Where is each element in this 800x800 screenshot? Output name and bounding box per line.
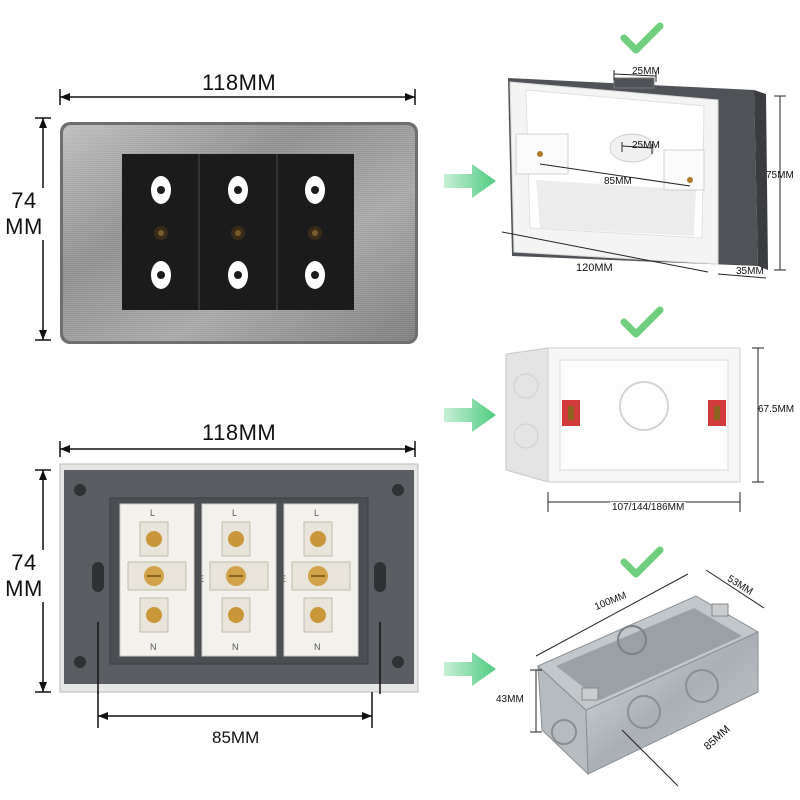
back-height-label: 74 MM: [2, 550, 46, 602]
back-width-label: 118MM: [198, 420, 281, 446]
metal-box-height-label: 43MM: [496, 694, 524, 705]
grey-box-inner-label: 25MM: [632, 140, 660, 151]
back-height-label-number: 74: [11, 550, 37, 575]
check-icon-3: [620, 546, 664, 578]
white-box-length-label: 107/144/186MM: [610, 502, 687, 513]
front-width-dimension-line: [59, 89, 416, 105]
back-terminal-block-2: [201, 503, 277, 657]
plastic-box-grey: [501, 70, 786, 279]
grey-box-height-label: 75MM: [766, 170, 794, 181]
metal-box: [530, 569, 765, 787]
terminal-mark-n-2: N: [232, 642, 239, 652]
terminal-mark-n-3: N: [314, 642, 321, 652]
back-socket-plate: L L L N N N E E: [59, 463, 419, 694]
back-terminal-block-3: [283, 503, 359, 657]
front-width-label: 118MM: [198, 70, 281, 96]
terminal-mark-l-2: L: [232, 508, 237, 518]
grey-box-depth-label: 35MM: [736, 266, 764, 277]
terminal-mark-n-1: N: [150, 642, 157, 652]
terminal-mark-l-1: L: [150, 508, 155, 518]
white-box-height-label: 67.5MM: [758, 404, 795, 415]
front-plate-group: 118MM 74 MM: [0, 0, 430, 360]
back-screw-spacing-dimension-line: [97, 692, 373, 728]
grey-box-screw-label: 85MM: [604, 176, 632, 187]
check-icon-1: [620, 22, 664, 54]
arrow-right-icon-1: [444, 164, 496, 198]
back-screw-spacing-label: 85MM: [212, 728, 260, 747]
grey-box-length-label: 120MM: [576, 262, 613, 274]
plastic-box-white: [505, 347, 764, 512]
terminal-mark-l-3: L: [314, 508, 319, 518]
terminal-mark-e-2: E: [280, 574, 286, 584]
front-socket-plate: [60, 122, 418, 344]
back-terminal-block-1: [119, 503, 195, 657]
front-height-label: 74 MM: [2, 188, 46, 240]
back-width-dimension-line: [59, 441, 416, 457]
arrow-right-icon-2: [444, 398, 496, 432]
front-height-label-number: 74: [11, 188, 37, 213]
back-height-label-unit: MM: [5, 576, 43, 601]
check-icon-2: [620, 306, 664, 338]
arrow-right-icon-3: [444, 652, 496, 686]
grey-box-top-label: 25MM: [632, 66, 660, 77]
terminal-mark-e-1: E: [198, 574, 204, 584]
back-plate-group: 118MM 74 MM: [0, 410, 430, 800]
front-height-label-unit: MM: [5, 214, 43, 239]
